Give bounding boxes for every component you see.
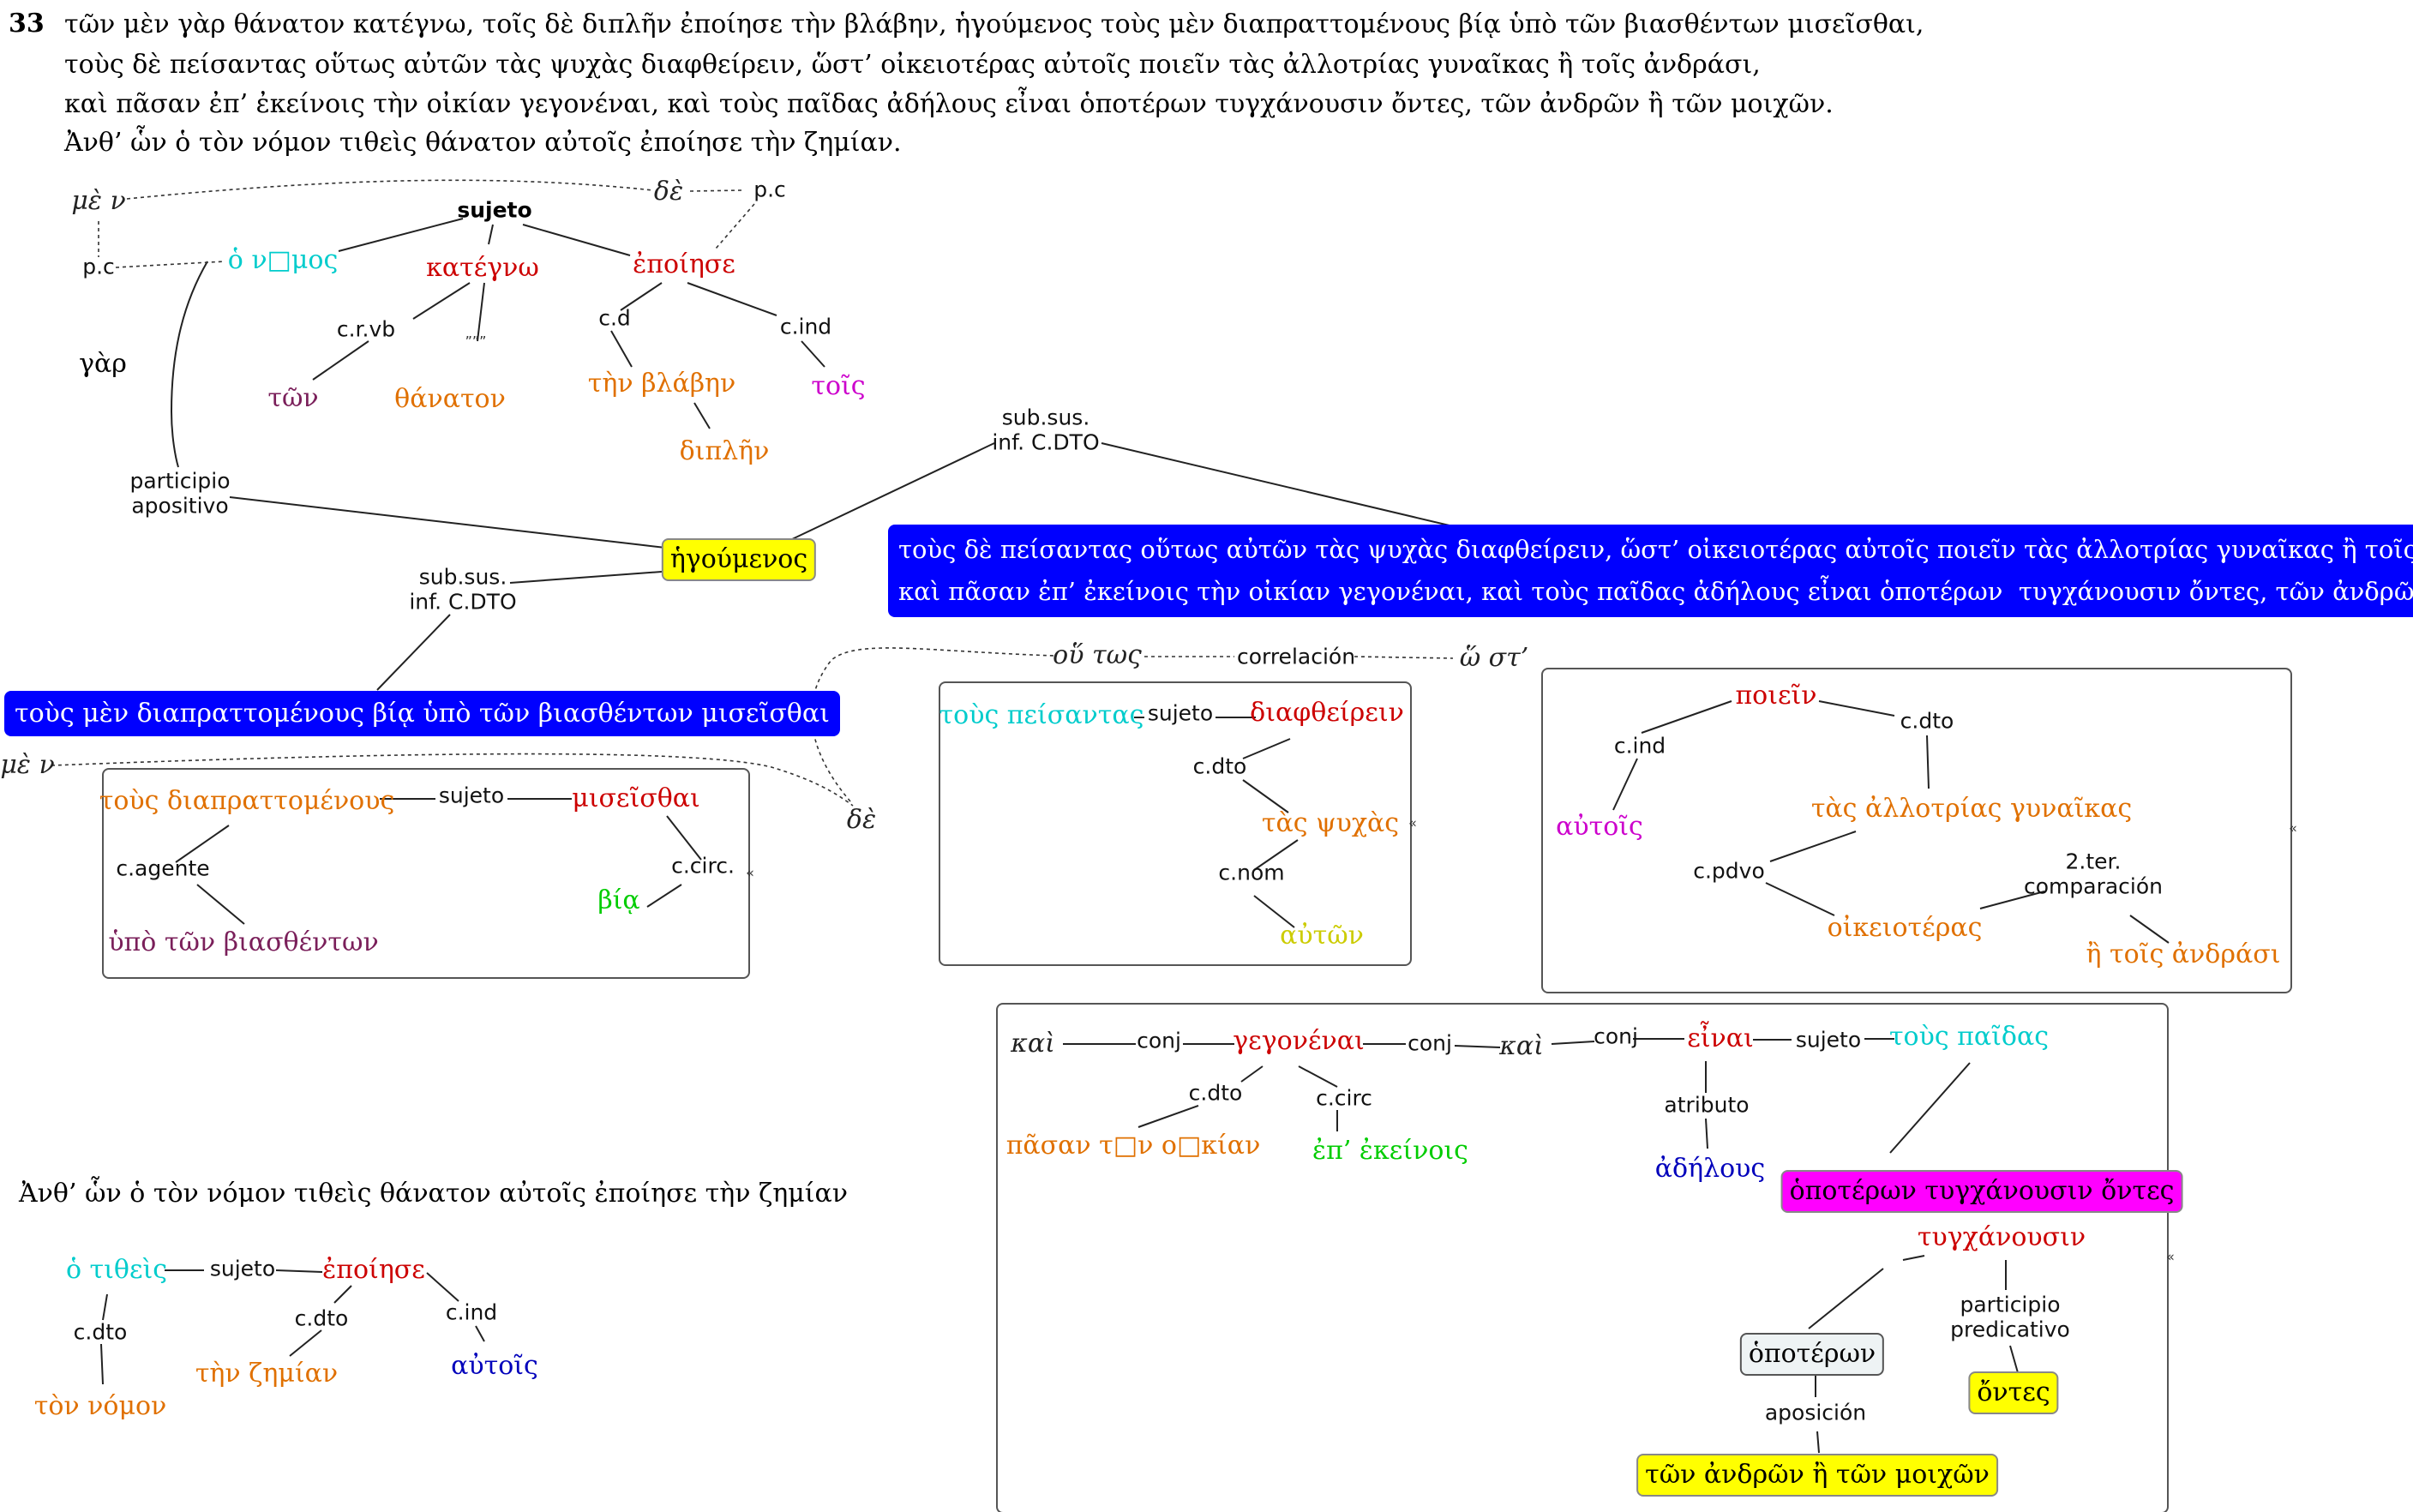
blue-clause-right[interactable]: τοὺς δὲ πείσαντας οὕτως αὐτῶν τὰς ψυχὰς … xyxy=(888,525,2413,617)
crvb-label: c.r.vb xyxy=(336,316,396,342)
cdto-label-bottom-1: c.dto xyxy=(73,1319,128,1345)
de-particle-second: δὲ xyxy=(846,804,877,835)
epoiese-verb-bottom: ἐποίησε xyxy=(322,1254,425,1285)
men-particle: μὲ ν xyxy=(71,185,126,216)
bia-word: βίᾳ xyxy=(597,885,640,915)
poiein-verb: ποιεῖν xyxy=(1735,680,1817,711)
conj-label-2: conj xyxy=(1408,1030,1452,1056)
houtos-correlative: οὕ τως xyxy=(1053,639,1142,670)
clause-box-c xyxy=(1541,668,2292,993)
conj-label-3: conj xyxy=(1594,1023,1638,1049)
cagente-label: c.agente xyxy=(116,855,210,881)
sujeto-label-a: sujeto xyxy=(438,783,505,808)
blue-clause-left[interactable]: τοὺς μὲν διαπραττομένους βίᾳ ὑπὸ τῶν βια… xyxy=(4,691,840,736)
oikeioteras-word: οἰκειοτέρας xyxy=(1827,912,1983,943)
atributo-label: atributo xyxy=(1664,1092,1750,1118)
cd-label: c.d xyxy=(598,305,631,331)
participio-apositivo-label: participio apositivo xyxy=(129,468,231,518)
diaphtheirein-verb: διαφθείρειν xyxy=(1250,697,1404,728)
sujeto-label-b: sujeto xyxy=(1147,700,1214,726)
collapse-marker-a[interactable]: « xyxy=(746,864,754,881)
autois-word-bottom: αὐτοῖς xyxy=(451,1350,538,1381)
autois-word-c: αὐτοῖς xyxy=(1556,811,1643,842)
collapse-marker-b[interactable]: « xyxy=(1408,814,1417,831)
epoiese-verb: ἐποίησε xyxy=(633,249,735,279)
cdto-label-c: c.dto xyxy=(1900,708,1954,734)
sujeto-top-label: sujeto xyxy=(457,197,532,223)
cind-label-bottom: c.ind xyxy=(445,1299,498,1325)
subsus-label-right: sub.sus. inf. C.DTO xyxy=(992,405,1100,454)
sujeto-label-bottom: sujeto xyxy=(209,1256,276,1281)
hopoteron-box[interactable]: ὁποτέρων xyxy=(1739,1333,1885,1376)
quote-mark: ””” xyxy=(465,333,487,350)
clause-box-b xyxy=(939,681,1412,966)
tynchanousin-verb: τυγχάνουσιν xyxy=(1917,1221,2086,1252)
o-nomos-subject: ὁ ν□μος xyxy=(227,244,339,275)
cdto-label-bottom-2: c.dto xyxy=(294,1305,349,1331)
subsus-label-left: sub.sus. inf. C.DTO xyxy=(409,564,517,614)
pc-label-right: p.c xyxy=(753,177,786,202)
ccirc-label-d: c.circ xyxy=(1316,1085,1372,1111)
men-particle-second: μὲ ν xyxy=(0,749,55,780)
hegoumenos-box[interactable]: ἡγούμενος xyxy=(661,538,817,581)
ten-blaben-word: τὴν βλάβην xyxy=(587,368,736,399)
passage-line-4: Ἀνθ’ ὧν ὁ τὸν νόμον τιθεὶς θάνατον αὐτοῖ… xyxy=(64,127,902,158)
andron-box[interactable]: τῶν ἀνδρῶν ἢ τῶν μοιχῶν xyxy=(1636,1454,1998,1497)
diaprattomenous-subject: τοὺς διαπραττομένους xyxy=(99,785,395,816)
correlacion-label: correlación xyxy=(1236,644,1356,669)
o-titheis-subject: ὁ τιθεὶς xyxy=(65,1254,168,1285)
passage-number: 33 xyxy=(9,8,45,39)
passage-line-3: καὶ πᾶσαν ἐπ’ ἐκείνοις τὴν οἰκίαν γεγονέ… xyxy=(64,88,1834,119)
conj-label-1: conj xyxy=(1137,1028,1181,1053)
kai-conj-1: καὶ xyxy=(1011,1028,1055,1059)
ten-zemian-word: τὴν ζημίαν xyxy=(195,1358,339,1389)
diplen-word: διπλῆν xyxy=(679,435,770,466)
ton-nomon-word: τὸν νόμον xyxy=(33,1390,167,1421)
tois-word: τοῖς xyxy=(811,370,866,401)
kategno-verb: κατέγνω xyxy=(426,252,539,283)
cpdvo-label: c.pdvo xyxy=(1693,858,1765,884)
cdto-label-d: c.dto xyxy=(1188,1080,1243,1106)
ccirc-label-a: c.circ. xyxy=(671,853,735,879)
ton-article: τῶν xyxy=(267,382,319,413)
aposicion-label: aposición xyxy=(1764,1400,1867,1425)
miseisthai-verb: μισεῖσθαι xyxy=(572,783,700,813)
passage-line-1: τῶν μὲν γὰρ θάνατον κατέγνω, τοῖς δὲ διπ… xyxy=(64,9,1924,39)
adelous-word: ἀδήλους xyxy=(1654,1153,1766,1184)
gegonenai-verb: γεγονέναι xyxy=(1233,1025,1365,1056)
gynaikas-phrase: τὰς ἀλλοτρίας γυναῖκας xyxy=(1810,793,2133,824)
paidas-subject: τοὺς παῖδας xyxy=(1888,1021,2050,1052)
host-correlative: ὥ στ’ xyxy=(1459,642,1529,673)
cind-label-top: c.ind xyxy=(779,314,832,339)
tas-psychas-word: τὰς ψυχὰς xyxy=(1261,807,1400,838)
cind-label-c: c.ind xyxy=(1613,733,1666,759)
pc-label-left: p.c xyxy=(82,254,115,279)
sujeto-label-d: sujeto xyxy=(1795,1027,1862,1053)
collapse-marker-d[interactable]: « xyxy=(2166,1248,2175,1265)
bottom-sentence: Ἀνθ’ ὧν ὁ τὸν νόμον τιθεὶς θάνατον αὐτοῖ… xyxy=(19,1178,849,1209)
de-particle: δὲ xyxy=(653,176,684,207)
participio-predicativo-label: participio predicativo xyxy=(1950,1292,2070,1341)
magenta-clause-box[interactable]: ὁποτέρων τυγχάνουσιν ὄντες xyxy=(1780,1170,2183,1213)
clause-box-a xyxy=(102,768,750,979)
passage-line-2: τοὺς δὲ πείσαντας οὕτως αὐτῶν τὰς ψυχὰς … xyxy=(64,49,1761,80)
gar-particle: γὰρ xyxy=(79,348,127,379)
ontes-box[interactable]: ὄντες xyxy=(1968,1371,2059,1414)
thanaton-word: θάνατον xyxy=(394,383,506,414)
ekeinois-phrase: ἐπ’ ἐκείνοις xyxy=(1312,1135,1468,1166)
cdto-label-b: c.dto xyxy=(1192,753,1247,779)
clause-box-d xyxy=(996,1003,2169,1512)
kai-conj-2: καὶ xyxy=(1499,1030,1544,1061)
auton-word: αὐτῶν xyxy=(1280,920,1364,951)
andrasi-phrase: ἢ τοῖς ἀνδράσι xyxy=(2086,939,2281,969)
peisantas-subject: τοὺς πείσαντας xyxy=(939,699,1144,730)
einai-verb: εἶναι xyxy=(1687,1023,1754,1053)
comparacion-label: 2.ter. comparación xyxy=(2023,849,2164,898)
hypo-phrase: ὑπὸ τῶν βιασθέντων xyxy=(108,927,379,957)
pasan-phrase: πᾶσαν τ□ν ο□κίαν xyxy=(1005,1130,1261,1161)
cnom-label: c.nom xyxy=(1218,860,1285,885)
collapse-marker-c[interactable]: « xyxy=(2289,819,2297,837)
